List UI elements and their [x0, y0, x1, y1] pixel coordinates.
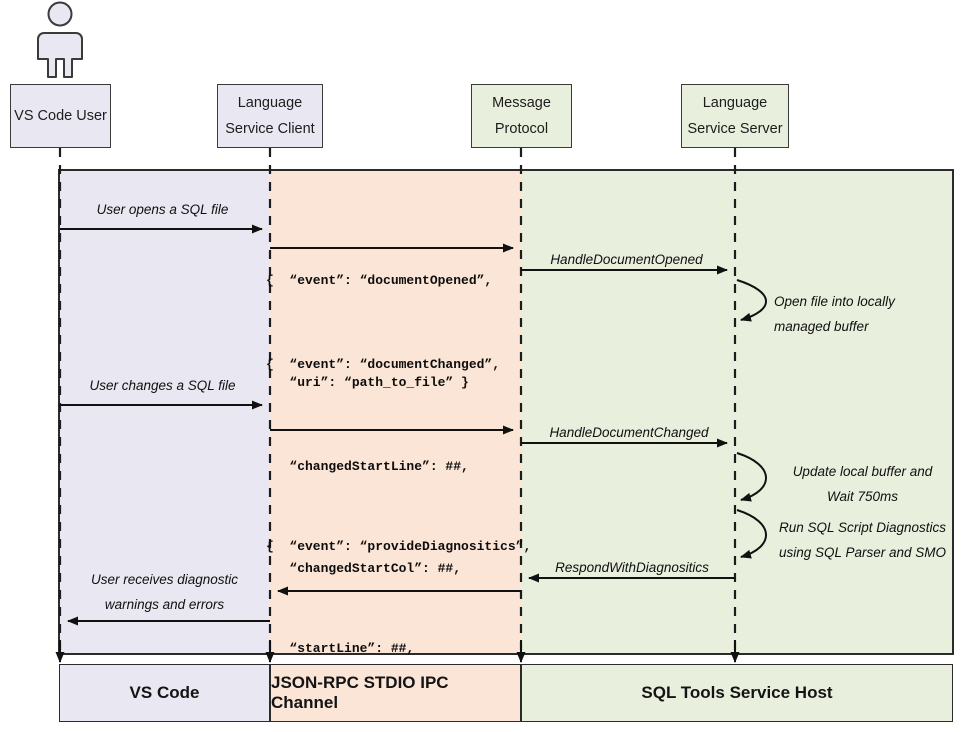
message-run-diagnostics: Run SQL Script Diagnostics using SQL Par… — [765, 515, 960, 565]
participant-label-line2: Service Server — [687, 120, 783, 137]
participant-language-service-server[interactable]: Language Service Server — [681, 84, 789, 148]
payload-line1: { “event”: “documentOpened”, — [266, 273, 493, 288]
message-update-buffer-wait: Update local buffer and Wait 750ms — [770, 459, 955, 509]
footer-label: SQL Tools Service Host — [641, 683, 833, 702]
participant-label-line1: Language — [237, 95, 303, 111]
selfloop-run-diagnostics — [736, 509, 767, 559]
payload-line2: “uri”: “path_to_file” } — [266, 375, 469, 390]
participant-vs-code-user[interactable]: VS Code User — [10, 84, 111, 148]
message-line1: Run SQL Script Diagnostics — [778, 520, 947, 535]
message-respond-with-diagnostics: RespondWithDiagnositics — [528, 555, 736, 580]
footer-sql-tools-service-host[interactable]: SQL Tools Service Host — [521, 664, 953, 722]
selfloop-open-file-buffer — [736, 279, 767, 322]
participant-label: VS Code User — [14, 107, 107, 124]
message-user-changes-file: User changes a SQL file — [60, 373, 265, 398]
band-ipc — [270, 170, 521, 654]
participant-message-protocol[interactable]: Message Protocol — [471, 84, 572, 148]
payload-line2: “changedStartLine”: ##, — [266, 459, 469, 474]
message-handle-document-opened: HandleDocumentOpened — [524, 247, 729, 272]
payload-document-opened: { “event”: “documentOpened”, “uri”: “pat… — [266, 196, 492, 468]
payload-line2: “startLine”: ##, — [266, 641, 415, 656]
payload-line1: { “event”: “documentChanged”, — [266, 357, 501, 372]
message-user-receives-diagnostics: User receives diagnostic warnings and er… — [62, 567, 267, 617]
footer-label: VS Code — [129, 683, 200, 702]
message-line: User changes a SQL file — [89, 378, 236, 393]
message-line: HandleDocumentOpened — [550, 252, 703, 267]
message-line: RespondWithDiagnositics — [555, 560, 709, 575]
participant-label-line2: Service Client — [225, 120, 315, 137]
message-line1: Update local buffer and — [792, 464, 933, 479]
activation-bands — [58, 169, 954, 655]
message-handle-document-changed: HandleDocumentChanged — [524, 420, 734, 445]
message-line2: Wait 750ms — [826, 489, 899, 504]
message-line: User opens a SQL file — [96, 202, 229, 217]
payload-line1: { “event”: “provideDiagnositics”, — [266, 539, 532, 554]
participant-label-line1: Language — [702, 95, 768, 111]
user-actor-icon — [37, 1, 83, 78]
message-line2: managed buffer — [774, 319, 869, 334]
participant-label-line2: Protocol — [494, 120, 549, 137]
footer-label: JSON-RPC STDIO IPC Channel — [271, 673, 449, 712]
message-line1: Open file into locally — [774, 294, 895, 309]
band-vscode — [59, 170, 270, 654]
payload-provide-diagnostics: { “event”: “provideDiagnositics”, “start… — [266, 462, 531, 732]
message-open-file-buffer: Open file into locally managed buffer — [774, 289, 962, 339]
footer-json-rpc-channel[interactable]: JSON-RPC STDIO IPC Channel — [270, 664, 521, 722]
band-service-host — [521, 170, 953, 654]
message-line: HandleDocumentChanged — [549, 425, 709, 440]
message-line2: warnings and errors — [104, 597, 225, 612]
footer-vs-code[interactable]: VS Code — [59, 664, 270, 722]
payload-line3: “changedStartCol”: ##, — [266, 561, 462, 576]
selfloop-update-buffer-wait — [736, 452, 767, 502]
participant-language-service-client[interactable]: Language Service Client — [217, 84, 323, 148]
message-line1: User receives diagnostic — [90, 572, 239, 587]
message-line2: using SQL Parser and SMO — [778, 545, 947, 560]
participant-label-line1: Message — [492, 95, 551, 111]
message-user-opens-file: User opens a SQL file — [60, 197, 265, 222]
